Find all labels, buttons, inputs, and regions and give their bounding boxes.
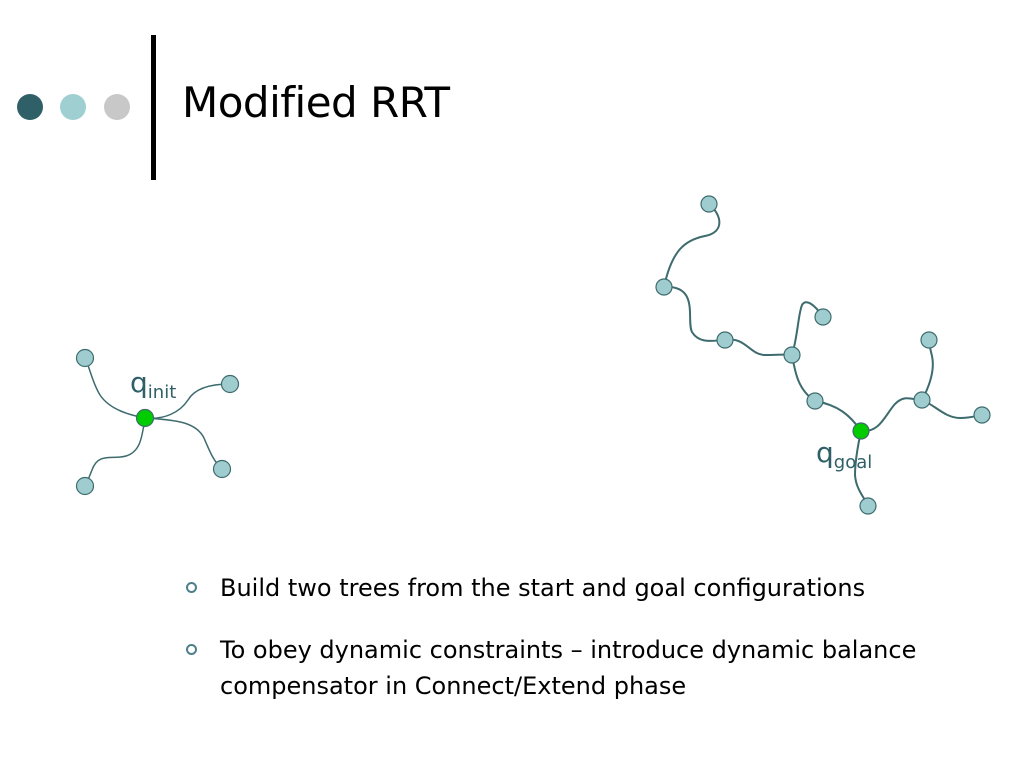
bullet-icon [186, 582, 197, 593]
goal-node [700, 195, 718, 213]
goal-edge [921, 339, 934, 401]
bullet-text: Build two trees from the start and goal … [220, 574, 866, 602]
goal-edge [791, 301, 824, 356]
init-label: qinit [130, 366, 176, 403]
goal-edge [724, 338, 793, 357]
goal-node [655, 278, 673, 296]
goal-node [913, 391, 931, 409]
goal-node [973, 406, 991, 424]
goal-node [920, 331, 938, 349]
bullet-icon [186, 644, 197, 655]
bullet-item: To obey dynamic constraints – introduce … [180, 632, 980, 704]
bullet-text: To obey dynamic constraints – introduce … [220, 636, 917, 700]
header-dot-light [60, 94, 86, 120]
goal-node [814, 308, 832, 326]
init-edge [144, 383, 231, 420]
init-edge [84, 417, 146, 487]
goal-label: qgoal [816, 436, 872, 473]
goal-label-sub: goal [834, 452, 872, 473]
init-nodes [75, 348, 240, 496]
goal-edge [663, 285, 726, 342]
init-edge [84, 357, 146, 419]
init-leaf-node [220, 374, 240, 394]
header-dot-grey [104, 94, 130, 120]
goal-edge [663, 203, 721, 288]
header-dot-dark [17, 94, 43, 120]
header-divider [151, 35, 156, 180]
bullet-item: Build two trees from the start and goal … [180, 570, 980, 606]
init-label-sub: init [148, 382, 176, 403]
goal-nodes [655, 195, 991, 515]
init-root-node [135, 408, 155, 428]
init-tree [84, 357, 231, 487]
goal-root-node [852, 422, 870, 440]
goal-node [806, 392, 824, 410]
init-leaf-node [212, 459, 232, 479]
goal-node [859, 497, 877, 515]
slide-title: Modified RRT [182, 78, 450, 127]
init-label-main: q [130, 366, 148, 399]
init-leaf-node [75, 348, 95, 368]
bullet-list: Build two trees from the start and goal … [180, 570, 980, 730]
init-leaf-node [75, 476, 95, 496]
goal-node [716, 331, 734, 349]
goal-label-main: q [816, 436, 834, 469]
goal-edge [860, 397, 923, 433]
goal-edge [921, 399, 983, 420]
goal-node [783, 346, 801, 364]
init-edge [144, 417, 223, 470]
